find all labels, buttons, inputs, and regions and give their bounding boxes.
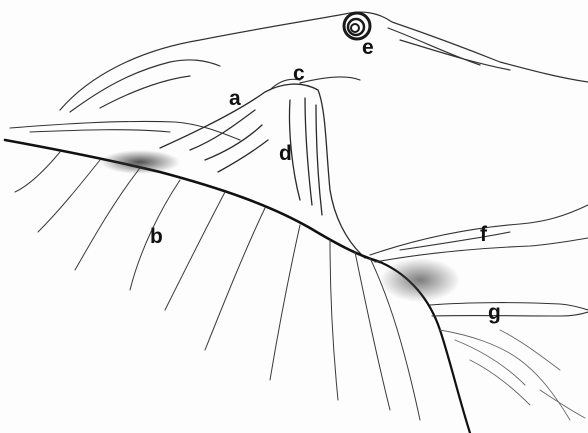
dark-shading-junction [380,258,460,302]
dark-shading-left [100,150,180,174]
label-g: g [488,302,501,323]
left-membrane [10,121,240,140]
label-c: c [293,63,305,84]
radiating-rays-b [15,152,420,420]
label-a: a [229,88,241,109]
label-f: f [480,224,487,245]
strand-f [370,205,588,262]
strand-g [430,303,588,316]
upper-contour [60,12,588,112]
label-b: b [150,226,163,247]
label-e: e [362,37,374,58]
label-d: d [279,143,292,164]
ridge-d [160,84,365,258]
